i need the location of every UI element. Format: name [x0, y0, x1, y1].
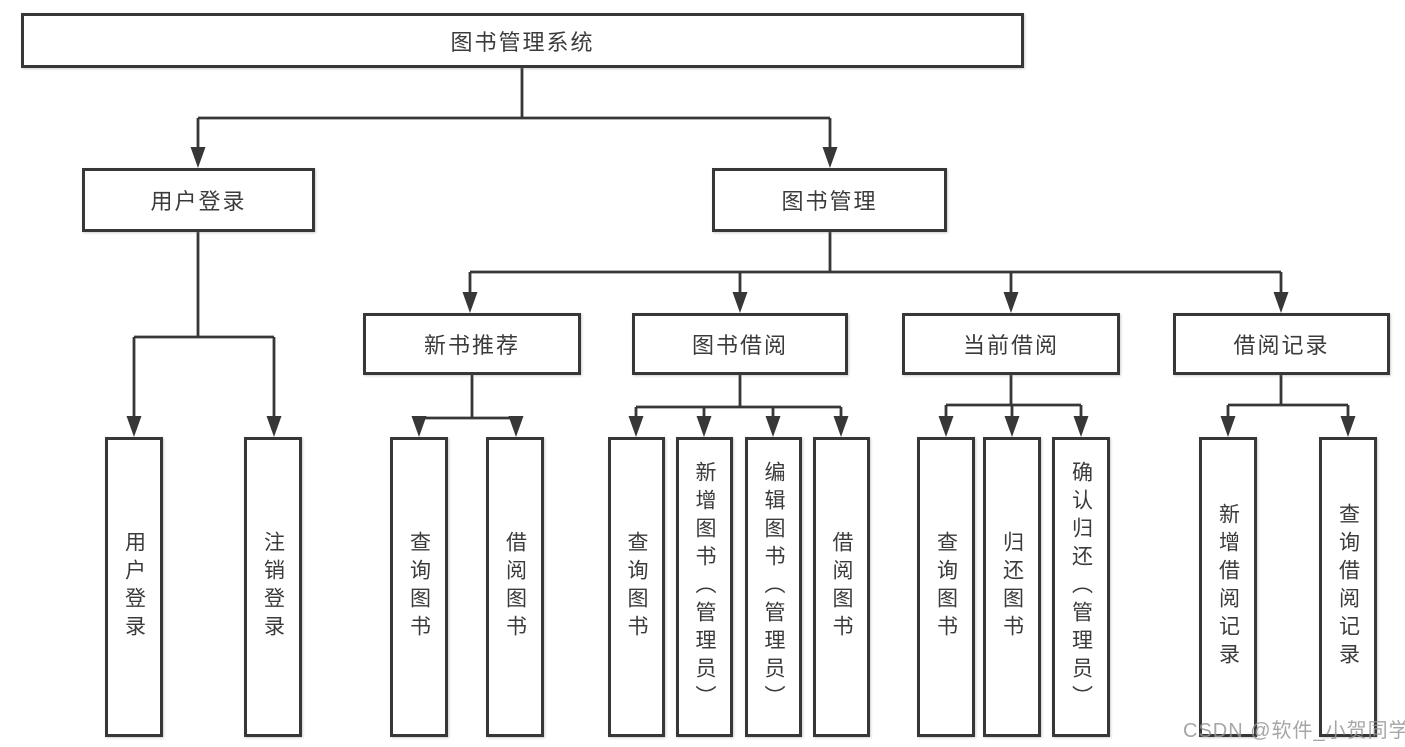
- leaf-nbr-query-book: 查询图书: [390, 437, 448, 737]
- node-book-management: 图书管理: [712, 168, 947, 232]
- csdn-watermark: CSDN @软件_小贺同学: [1183, 720, 1405, 742]
- leaf-nbr-borrow-book: 借阅图书: [486, 437, 544, 737]
- leaf-logout: 注销登录: [244, 437, 302, 737]
- node-user-login: 用户登录: [82, 168, 315, 232]
- node-borrow-records: 借阅记录: [1173, 313, 1390, 375]
- node-new-book-recommend: 新书推荐: [363, 313, 581, 375]
- leaf-cb-query-book: 查询图书: [917, 437, 975, 737]
- leaf-bb-borrow-book: 借阅图书: [813, 437, 870, 737]
- leaf-bb-add-book-admin: 新增图书（管理员）: [676, 437, 733, 737]
- node-book-borrow: 图书借阅: [632, 313, 848, 375]
- leaf-cb-confirm-return-admin: 确认归还（管理员）: [1052, 437, 1110, 737]
- arrowheads: [126, 147, 1356, 437]
- leaf-br-add-record: 新增借阅记录: [1199, 437, 1257, 737]
- leaf-bb-query-book: 查询图书: [608, 437, 665, 737]
- leaf-br-query-record: 查询借阅记录: [1319, 437, 1377, 737]
- leaf-bb-edit-book-admin: 编辑图书（管理员）: [745, 437, 802, 737]
- node-root-library-system: 图书管理系统: [21, 13, 1024, 68]
- leaf-user-login: 用户登录: [105, 437, 163, 737]
- leaf-cb-return-book: 归还图书: [983, 437, 1041, 737]
- node-current-borrow: 当前借阅: [902, 313, 1120, 375]
